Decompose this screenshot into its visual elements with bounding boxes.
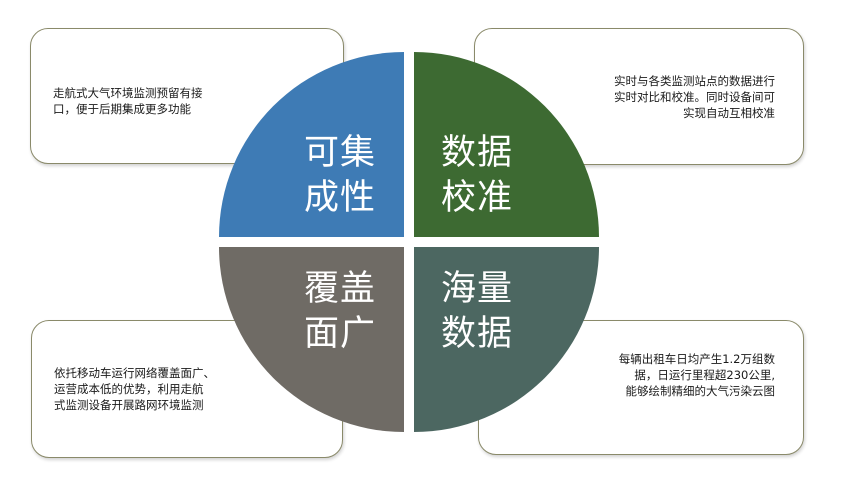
quadrant-title-wide-coverage: 覆盖 面广: [303, 269, 376, 354]
quadrant-title-data-calibration: 数据 校准: [440, 133, 513, 218]
quadrant-bottom-left: [219, 247, 404, 432]
card-integrability-text: 走航式大气环境监测预留有接 口，便于后期集成更多功能: [53, 86, 203, 116]
quadrant-bottom-right: [414, 247, 599, 432]
quadrant-title-massive-data: 海量 数据: [440, 269, 513, 354]
quadrant-title-integrability: 可集 成性: [303, 133, 376, 218]
card-wide-coverage-text: 依托移动车运行网络覆盖面广、 运营成本低的优势，利用走航 式监测设备开展路网环境…: [54, 366, 215, 412]
card-massive-data-text: 每辆出租车日均产生1.2万组数 据，日运行里程超230公里, 能够绘制精细的大气…: [618, 352, 775, 398]
quadrant-top-right: [414, 52, 599, 237]
quadrant-top-left: [219, 52, 404, 237]
card-data-calibration-text: 实时与各类监测站点的数据进行 实时对比和校准。同时设备间可 实现自动互相校准: [614, 74, 775, 120]
